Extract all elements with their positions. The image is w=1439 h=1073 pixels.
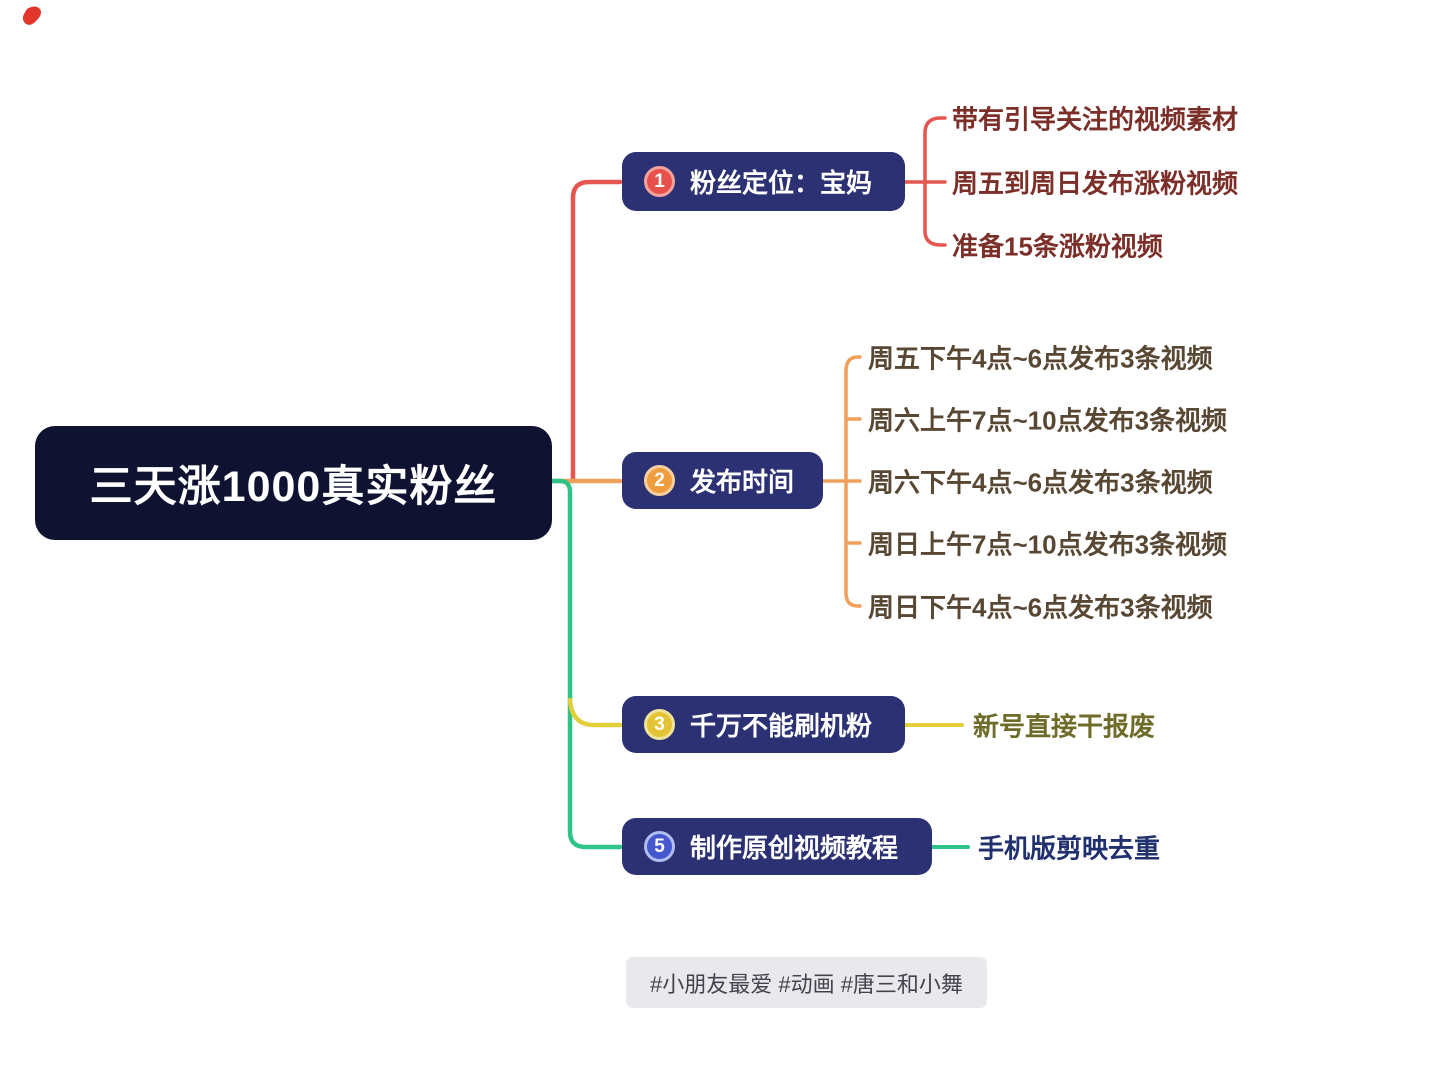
- leaf-jianying-dedupe[interactable]: 手机版剪映去重: [978, 833, 1161, 864]
- leaf-prepare-15-videos[interactable]: 准备15条涨粉视频: [952, 231, 1163, 262]
- branch-node-no-bot-fans[interactable]: 3 千万不能刷机粉: [622, 696, 905, 753]
- connector-branch1: [570, 179, 623, 484]
- bracket-branch1: [903, 116, 947, 247]
- leaf-sun-morning[interactable]: 周日上午7点~10点发布3条视频: [868, 529, 1228, 560]
- hashtag-text: #小朋友最爱 #动画 #唐三和小舞: [650, 971, 963, 997]
- bracket-branch2: [821, 355, 862, 608]
- branch-node-publish-time[interactable]: 2 发布时间: [622, 452, 823, 509]
- connector-branch3: [567, 697, 623, 728]
- leaf-new-account-scrapped[interactable]: 新号直接干报废: [973, 711, 1156, 742]
- branch2-number-badge: 2: [644, 465, 675, 496]
- leaf-fri-sun-publish[interactable]: 周五到周日发布涨粉视频: [952, 168, 1239, 199]
- branch1-number-badge: 1: [644, 166, 675, 197]
- branch-node-fan-positioning[interactable]: 1 粉丝定位：宝妈: [622, 152, 905, 211]
- connector-branch5: [549, 478, 623, 850]
- leaf-fri-afternoon[interactable]: 周五下午4点~6点发布3条视频: [868, 343, 1213, 374]
- branch-node-original-video-tutorial[interactable]: 5 制作原创视频教程: [622, 818, 932, 875]
- leaf-video-material[interactable]: 带有引导关注的视频素材: [952, 104, 1239, 135]
- leaf-sun-afternoon[interactable]: 周日下午4点~6点发布3条视频: [868, 592, 1213, 623]
- branch1-label: 粉丝定位：宝妈: [690, 168, 873, 198]
- branch5-number-badge: 5: [644, 831, 675, 862]
- hashtag-pill[interactable]: #小朋友最爱 #动画 #唐三和小舞: [626, 957, 987, 1008]
- branch2-label: 发布时间: [690, 467, 795, 497]
- root-title: 三天涨1000真实粉丝: [89, 463, 498, 511]
- leaf-sat-morning[interactable]: 周六上午7点~10点发布3条视频: [868, 405, 1228, 436]
- root-node[interactable]: 三天涨1000真实粉丝: [35, 426, 552, 540]
- red-scribble-mark: [22, 6, 41, 25]
- leaf-sat-afternoon[interactable]: 周六下午4点~6点发布3条视频: [868, 467, 1213, 498]
- branch5-label: 制作原创视频教程: [690, 833, 899, 863]
- branch3-label: 千万不能刷机粉: [690, 711, 873, 741]
- branch3-number-badge: 3: [644, 709, 675, 740]
